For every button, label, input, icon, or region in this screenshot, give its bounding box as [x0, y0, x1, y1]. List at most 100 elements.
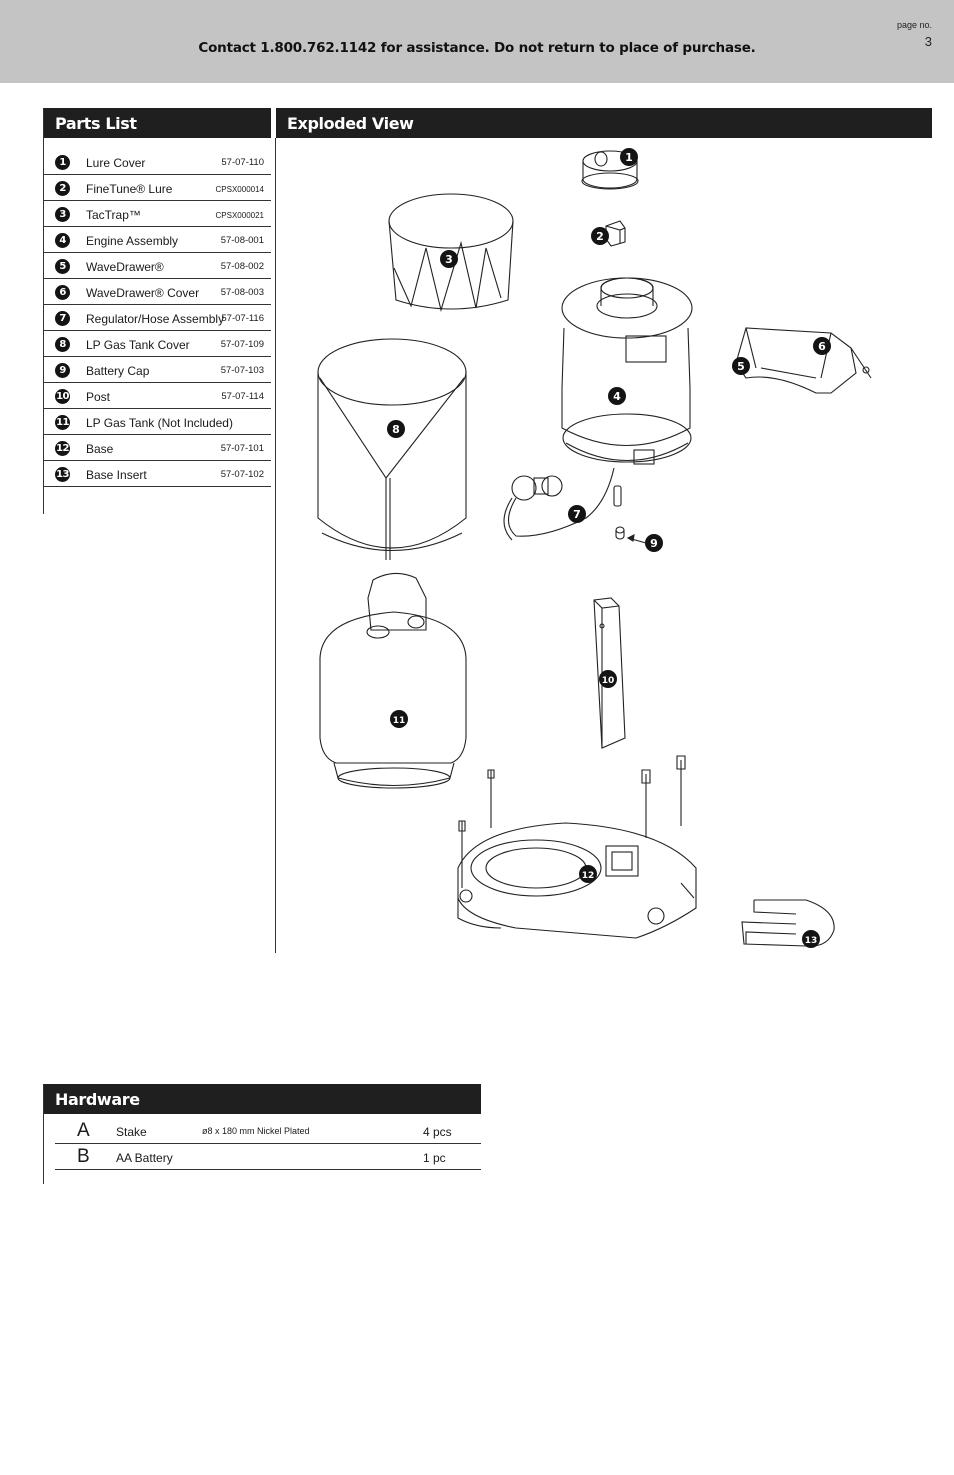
- part-code: CPSX000014: [215, 185, 264, 194]
- lure-drawing: [605, 220, 626, 247]
- part-number-badge: 12: [55, 441, 70, 456]
- part-number-badge: 2: [55, 181, 70, 196]
- part-name: Engine Assembly: [86, 234, 179, 248]
- part-code: 57-07-114: [221, 391, 264, 402]
- callout-5: 5: [732, 357, 750, 375]
- hardware-letter: A: [77, 1120, 90, 1141]
- part-name: LP Gas Tank Cover: [86, 338, 190, 352]
- assistance-banner: Contact 1.800.762.1142 for assistance. D…: [198, 40, 756, 56]
- part-number-badge: 10: [55, 389, 70, 404]
- callout-6: 6: [813, 337, 831, 355]
- hardware-name: Stake: [116, 1125, 147, 1139]
- part-code: 57-07-101: [220, 443, 264, 454]
- svg-text:11: 11: [393, 716, 406, 726]
- svg-text:10: 10: [602, 676, 615, 686]
- part-code: 57-07-103: [220, 365, 264, 376]
- part-number-badge: 6: [55, 285, 70, 300]
- callout-8: 8: [387, 420, 405, 438]
- engine-assembly-drawing: [561, 277, 693, 465]
- parts-row-9: 9 Battery Cap 57-07-103: [44, 357, 271, 383]
- svg-text:2: 2: [596, 230, 604, 243]
- parts-row-5: 5 WaveDrawer® 57-08-002: [44, 253, 271, 279]
- part-number-badge: 7: [55, 311, 70, 326]
- parts-row-13: 13 Base Insert 57-07-102: [44, 461, 271, 487]
- hardware-row-b: B AA Battery 1 pc: [55, 1144, 481, 1170]
- part-name: Lure Cover: [86, 156, 146, 170]
- exploded-view-heading: Exploded View: [276, 108, 932, 138]
- callout-3: 3: [440, 250, 458, 268]
- hardware-quantity: 1 pc: [423, 1151, 446, 1165]
- part-number-badge: 13: [55, 467, 70, 482]
- part-number-badge: 5: [55, 259, 70, 274]
- svg-text:1: 1: [625, 151, 633, 164]
- hardware-row-a: A Stake ø8 x 180 mm Nickel Plated 4 pcs: [55, 1118, 481, 1144]
- parts-row-10: 10 Post 57-07-114: [44, 383, 271, 409]
- part-name: LP Gas Tank (Not Included): [86, 416, 233, 430]
- callout-4: 4: [608, 387, 626, 405]
- part-number-badge: 1: [55, 155, 70, 170]
- part-code: 57-08-001: [220, 235, 264, 246]
- parts-list-heading: Parts List: [44, 108, 271, 138]
- parts-row-4: 4 Engine Assembly 57-08-001: [44, 227, 271, 253]
- tactrap-drawing: [388, 193, 514, 313]
- page-number: 3: [924, 34, 932, 49]
- part-number-badge: 8: [55, 337, 70, 352]
- svg-text:13: 13: [805, 936, 818, 946]
- hardware-name: AA Battery: [116, 1151, 173, 1165]
- callout-11: 11: [390, 710, 408, 728]
- lp-tank-drawing: [319, 572, 467, 789]
- callout-10: 10: [599, 670, 617, 688]
- part-name: WaveDrawer®: [86, 260, 164, 274]
- part-number-badge: 4: [55, 233, 70, 248]
- part-name: TacTrap™: [86, 208, 141, 222]
- svg-text:6: 6: [818, 340, 826, 353]
- callout-12: 12: [579, 865, 597, 883]
- callout-9: 9: [645, 534, 663, 552]
- part-number-badge: 9: [55, 363, 70, 378]
- part-number-badge: 3: [55, 207, 70, 222]
- svg-text:5: 5: [737, 360, 745, 373]
- parts-row-1: 1 Lure Cover 57-07-110: [44, 149, 271, 175]
- callout-1: 1: [620, 148, 638, 166]
- parts-list-left-rule: [43, 108, 44, 514]
- hardware-letter: B: [77, 1146, 90, 1167]
- part-name: FineTune® Lure: [86, 182, 173, 196]
- part-name: Post: [86, 390, 111, 404]
- callout-13: 13: [802, 930, 820, 948]
- regulator-hose-drawing: [503, 467, 615, 541]
- part-name: Battery Cap: [86, 364, 150, 378]
- part-code: 57-07-116: [221, 313, 264, 324]
- part-code: 57-08-002: [220, 261, 264, 272]
- page-number-label: page no.: [896, 20, 932, 30]
- exploded-view-diagram: 1 2 3 4 5 6 7 8 9 10 11 12 13: [276, 138, 932, 953]
- svg-text:8: 8: [392, 423, 400, 436]
- part-name: Regulator/Hose Assembly: [86, 312, 225, 326]
- part-number-badge: 11: [55, 415, 70, 430]
- section-divider-rule: [275, 138, 276, 953]
- header-band: [0, 0, 954, 83]
- svg-text:12: 12: [582, 871, 595, 881]
- part-code: 57-07-102: [220, 469, 264, 480]
- hardware-left-rule: [43, 1084, 44, 1184]
- base-drawing: [457, 822, 697, 939]
- svg-text:7: 7: [573, 508, 581, 521]
- battery-cap-drawing: [613, 485, 647, 544]
- callout-badges: 1 2 3 4 5 6 7 8 9 10 11 12 13: [387, 148, 831, 948]
- base-insert-drawing: [741, 899, 835, 947]
- tank-cover-drawing: [317, 338, 467, 560]
- stakes-drawing: [458, 755, 686, 888]
- part-name: Base Insert: [86, 468, 147, 482]
- callout-7: 7: [568, 505, 586, 523]
- hardware-heading: Hardware: [44, 1084, 481, 1114]
- part-code: CPSX000021: [215, 211, 264, 220]
- exploded-view-illustration: 1 2 3 4 5 6 7 8 9 10 11 12 13: [317, 148, 872, 948]
- part-code: 57-07-110: [221, 157, 264, 168]
- svg-text:3: 3: [445, 253, 453, 266]
- wavedrawer-drawing: [735, 327, 872, 394]
- parts-row-2: 2 FineTune® Lure CPSX000014: [44, 175, 271, 201]
- hardware-spec: ø8 x 180 mm Nickel Plated: [202, 1126, 310, 1136]
